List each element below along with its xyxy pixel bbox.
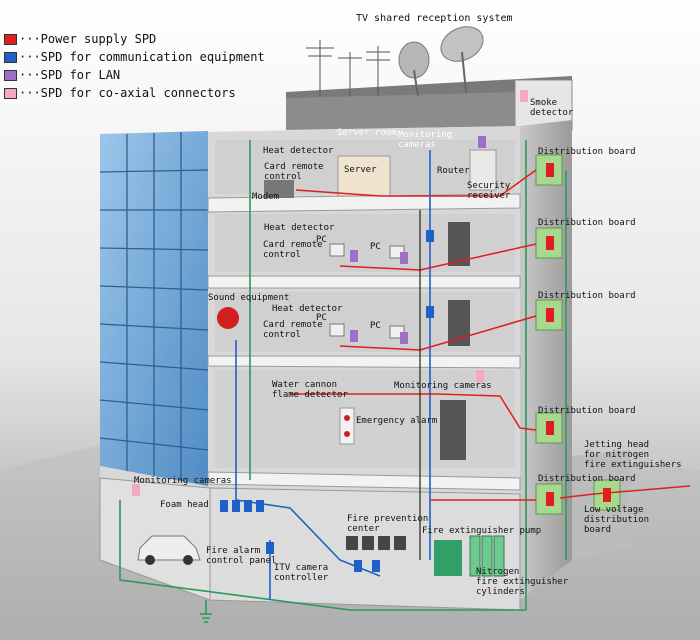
- security-receiver-box: [469, 149, 497, 191]
- label-smoke-detector: Smoke detector: [530, 98, 574, 118]
- distribution-boards: [535, 154, 621, 515]
- legend-swatch-pink: [4, 87, 17, 99]
- label-tv-system: TV shared reception system: [356, 13, 513, 24]
- label-distribution-board-3: Distribution board: [538, 291, 636, 301]
- label-card-remote-2: Card remote control: [263, 240, 323, 260]
- ground-symbol: [200, 613, 212, 623]
- spd-legend: ···Power supply SPD ···SPD for communica…: [4, 30, 265, 102]
- label-card-remote-3: Card remote control: [263, 320, 323, 340]
- legend-swatch-red: [4, 33, 17, 45]
- label-low-voltage-board: Low voltage distribution board: [584, 505, 650, 535]
- legend-swatch-purple: [4, 69, 17, 81]
- label-monitoring-cameras-top: Monitoring cameras: [398, 130, 453, 150]
- legend-swatch-blue: [4, 51, 17, 63]
- legend-item-comm-spd: ···SPD for communication equipment: [4, 48, 265, 66]
- car: [137, 535, 201, 565]
- modem-box: [264, 180, 294, 198]
- satellite-dish-small: [398, 41, 430, 79]
- legend-item-power-spd: ···Power supply SPD: [4, 30, 265, 48]
- green-cable-runs: [119, 140, 567, 614]
- label-heat-detector-2: Heat detector: [264, 223, 335, 233]
- floor-slabs: [207, 193, 521, 491]
- label-emergency-alarm: Emergency alarm: [356, 416, 438, 426]
- label-sound-equipment: Sound equipment: [208, 293, 290, 303]
- label-server: Server: [344, 165, 377, 175]
- label-fire-alarm-panel: Fire alarm control panel: [206, 546, 277, 566]
- nitrogen-cylinders: [469, 535, 505, 577]
- label-distribution-board-5: Distribution board: [538, 474, 636, 484]
- label-security-receiver: Security receiver: [467, 181, 511, 201]
- label-monitoring-cameras-low: Monitoring cameras: [134, 476, 232, 486]
- label-fire-extinguisher-pump: Fire extinguisher pump: [422, 526, 542, 536]
- label-pc-3b: PC: [370, 321, 381, 331]
- label-monitoring-cameras-mid: Monitoring cameras: [394, 381, 492, 391]
- fire-prevention-monitors: [346, 536, 406, 550]
- emergency-alarm-unit: [339, 407, 355, 445]
- label-heat-detector-1: Heat detector: [263, 146, 334, 156]
- pc-workstations: [329, 243, 405, 339]
- roof-penthouse: [286, 92, 520, 130]
- label-pc-2a: PC: [316, 235, 327, 245]
- label-router: Router: [437, 166, 470, 176]
- legend-item-lan-spd: ···SPD for LAN: [4, 66, 265, 84]
- label-water-cannon: Water cannon flame detector: [272, 380, 348, 400]
- label-server-room: Server room: [337, 128, 397, 138]
- label-jetting-head: Jetting head for nitrogen fire extinguis…: [584, 440, 682, 470]
- doors: [440, 222, 470, 460]
- server-rack: [337, 155, 391, 197]
- label-pc-2b: PC: [370, 242, 381, 252]
- label-pc-3a: PC: [316, 313, 327, 323]
- legend-label: ···SPD for co-axial connectors: [19, 86, 236, 100]
- legend-label: ···SPD for communication equipment: [19, 50, 265, 64]
- curtain-wall-mullions: [99, 132, 209, 481]
- label-distribution-board-4: Distribution board: [538, 406, 636, 416]
- sound-equipment-speaker: [217, 307, 239, 329]
- spd-markers: [132, 90, 611, 572]
- label-card-remote-1: Card remote control: [264, 162, 324, 182]
- satellite-dish-large: [440, 26, 484, 62]
- label-foam-head: Foam head: [160, 500, 209, 510]
- label-modem: Modem: [252, 192, 280, 202]
- label-heat-detector-3: Heat detector: [272, 304, 343, 314]
- legend-label: ···SPD for LAN: [19, 68, 121, 82]
- label-nitrogen-cylinders: Nitrogen fire extinguisher cylinders: [476, 567, 569, 597]
- label-distribution-board-2: Distribution board: [538, 218, 636, 228]
- label-fire-prevention-center: Fire prevention center: [347, 514, 429, 534]
- label-distribution-board-1: Distribution board: [538, 147, 636, 157]
- fire-extinguisher-pump-unit: [434, 540, 462, 576]
- tv-antennas: [306, 40, 390, 96]
- legend-label: ···Power supply SPD: [19, 32, 157, 46]
- legend-item-coax-spd: ···SPD for co-axial connectors: [4, 84, 265, 102]
- label-itv-camera: ITV camera controller: [274, 563, 329, 583]
